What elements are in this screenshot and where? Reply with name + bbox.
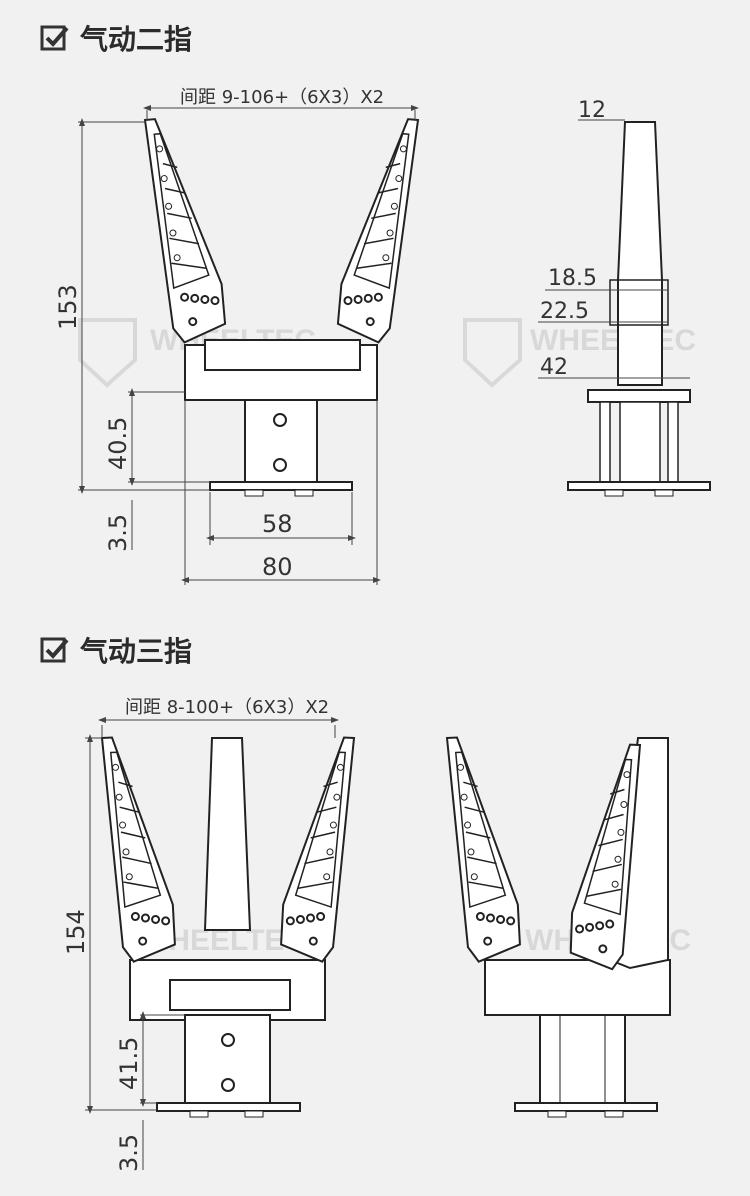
three-finger-front-view: [101, 733, 355, 1118]
dim-58: 58: [262, 510, 293, 538]
watermark-text: WHEELTEC: [530, 324, 696, 357]
section-title-three-finger: 气动三指: [40, 630, 192, 670]
section-title-two-finger: 气动二指: [40, 18, 192, 58]
checkbox-checked-icon: [40, 637, 69, 663]
dim-lower: 40.5: [104, 417, 132, 470]
dim-side-top: 12: [578, 98, 606, 123]
side-dimensions: [538, 119, 690, 379]
three-finger-side-view: [446, 733, 671, 1118]
dim-height: 154: [62, 909, 90, 955]
checkbox-checked-icon: [40, 25, 69, 51]
dim-80: 80: [262, 553, 293, 581]
dim-base: 3.5: [115, 1134, 143, 1172]
two-finger-front-view: [144, 113, 419, 497]
section-title-label: 气动三指: [80, 635, 193, 668]
two-finger-dimensions: [78, 105, 419, 585]
dim-span: 间距 9-106+（6X3）X2: [180, 87, 384, 108]
dim-base: 3.5: [104, 514, 132, 552]
three-finger-dimensions: [85, 717, 339, 1170]
dim-span: 间距 8-100+（6X3）X2: [125, 697, 329, 718]
dim-lower: 41.5: [115, 1037, 143, 1090]
dim-side-b: 22.5: [540, 299, 589, 324]
two-finger-side-view: [567, 121, 711, 497]
dim-height: 153: [54, 284, 82, 330]
dim-side-a: 18.5: [548, 266, 597, 291]
dim-side-c: 42: [540, 355, 568, 380]
section-title-label: 气动二指: [80, 23, 193, 56]
